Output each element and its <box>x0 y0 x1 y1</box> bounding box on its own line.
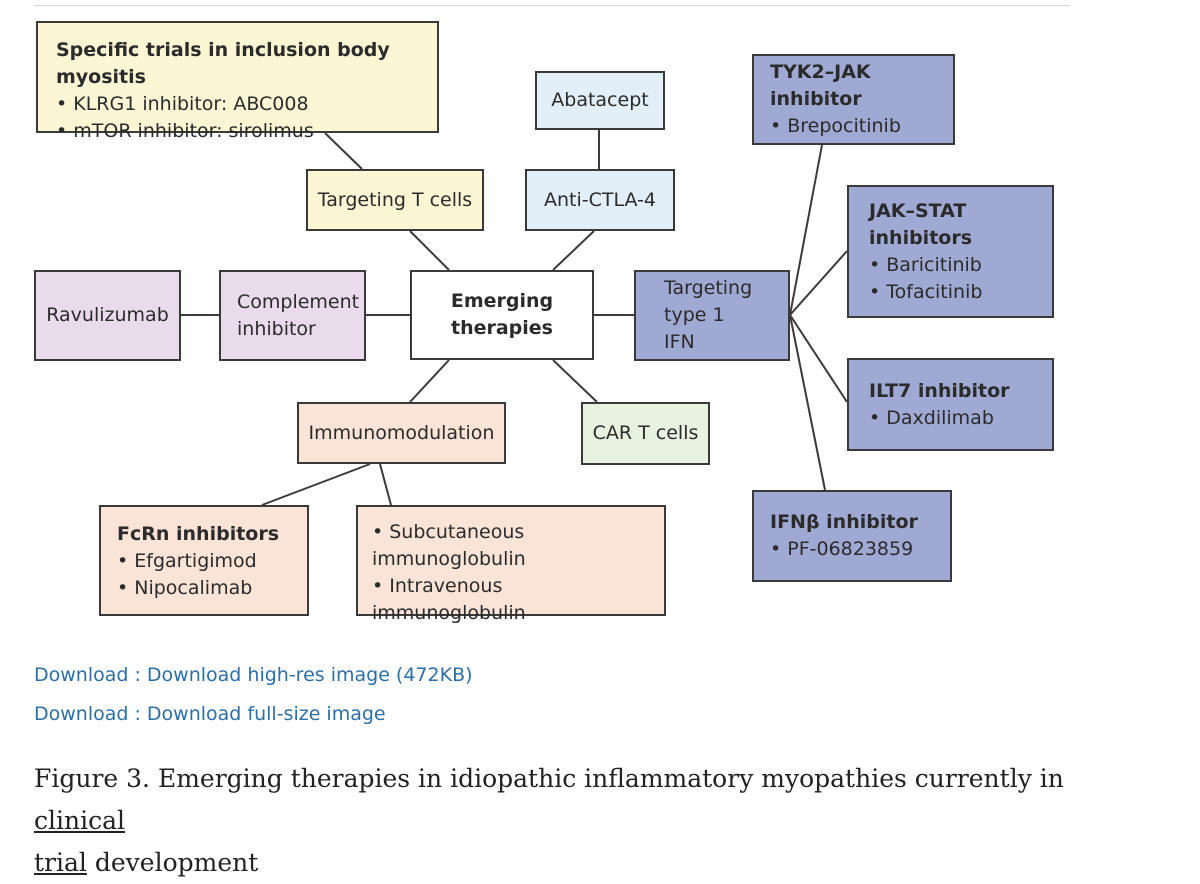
diagram-connectors <box>181 130 848 506</box>
node-tyk2-jak: TYK2–JAK inhibitor Brepocitinib <box>752 54 955 145</box>
node-ravulizumab: Ravulizumab <box>34 270 181 361</box>
node-ifnb-inhibitor-title: IFNβ inhibitor <box>770 511 918 533</box>
top-divider <box>34 5 1070 6</box>
connector-emerging-cart <box>552 359 598 403</box>
node-fcrn-inhibitors-title: FcRn inhibitors <box>117 523 280 545</box>
node-abatacept-label: Abatacept <box>551 89 649 111</box>
node-targeting-type1-ifn-line: type 1 IFN <box>664 304 725 353</box>
node-jak-stat: JAK–STAT inhibitors Baricitinib Tofaciti… <box>847 185 1054 318</box>
node-emerging-therapies-line: therapies <box>451 317 553 339</box>
connector-emerging-immunomod <box>409 359 450 403</box>
node-jak-stat-title: JAK–STAT inhibitors <box>869 199 973 249</box>
node-targeting-type1-ifn-line: Targeting <box>664 277 753 299</box>
node-targeting-t-cells-label: Targeting T cells <box>317 188 473 211</box>
node-ibm-trials-item: mTOR inhibitor: sirolimus <box>56 118 419 145</box>
node-immunoglobulin: Subcutaneous immunoglobulin Intravenous … <box>356 505 666 624</box>
node-complement-inhibitor-line: Complement <box>237 290 360 313</box>
node-targeting-type1-ifn: Targeting type 1 IFN <box>634 270 790 361</box>
node-tyk2-jak-title: TYK2–JAK inhibitor <box>770 61 871 110</box>
download-high-res-link[interactable]: Download : Download high-res image (472K… <box>34 664 473 686</box>
node-fcrn-inhibitors-item: Efgartigimod <box>117 548 291 575</box>
node-immunoglobulin-item: Intravenous immunoglobulin <box>372 573 650 627</box>
node-ilt7-inhibitor-item: Daxdilimab <box>869 405 1032 432</box>
node-ifnb-inhibitor-item: PF-06823859 <box>770 536 934 563</box>
node-ravulizumab-label: Ravulizumab <box>46 304 169 326</box>
node-ibm-trials-title: Specific trials in inclusion body myosit… <box>56 39 390 88</box>
connector-immunomod-fcrn <box>261 463 371 506</box>
node-immunoglobulin-item: Subcutaneous immunoglobulin <box>372 519 650 573</box>
connector-ifn-ifnb <box>789 314 826 491</box>
connector-ifn-tyk2 <box>789 144 823 316</box>
node-emerging-therapies: Emerging therapies <box>410 270 594 360</box>
download-full-size-link[interactable]: Download : Download full-size image <box>34 703 386 725</box>
node-car-t-cells-label: CAR T cells <box>592 422 699 444</box>
node-abatacept: Abatacept <box>535 71 665 130</box>
node-jak-stat-item: Tofacitinib <box>869 279 1032 306</box>
node-emerging-therapies-line: Emerging <box>450 290 554 312</box>
connector-ifn-ilt7 <box>789 314 848 403</box>
node-complement-inhibitor-line: inhibitor <box>237 317 316 340</box>
node-ilt7-inhibitor: ILT7 inhibitor Daxdilimab <box>847 358 1054 451</box>
connector-ifn-jakstat <box>789 250 848 316</box>
caption-link-clinical[interactable]: clinical <box>34 806 125 835</box>
node-car-t-cells: CAR T cells <box>581 402 710 465</box>
node-anti-ctla4-label: Anti-CTLA-4 <box>543 188 657 211</box>
node-fcrn-inhibitors: FcRn inhibitors Efgartigimod Nipocalimab <box>99 505 309 616</box>
node-ilt7-inhibitor-title: ILT7 inhibitor <box>869 379 1010 402</box>
figure-caption: Figure 3. Emerging therapies in idiopath… <box>34 758 1074 884</box>
connector-ctla4-emerging <box>552 230 595 271</box>
caption-link-trial[interactable]: trial <box>34 848 87 877</box>
node-immunomodulation-label: Immunomodulation <box>308 421 495 444</box>
node-anti-ctla4: Anti-CTLA-4 <box>525 169 675 231</box>
connector-immunomod-ig <box>379 463 392 506</box>
caption-text: Figure 3. Emerging therapies in idiopath… <box>34 764 1064 793</box>
node-complement-inhibitor: Complement inhibitor <box>219 270 366 361</box>
node-jak-stat-item: Baricitinib <box>869 252 1032 279</box>
connector-tcells-emerging <box>409 230 450 271</box>
node-ibm-trials: Specific trials in inclusion body myosit… <box>36 21 439 142</box>
node-ibm-trials-item: KLRG1 inhibitor: ABC008 <box>56 91 419 118</box>
node-tyk2-jak-item: Brepocitinib <box>770 113 937 140</box>
node-immunomodulation: Immunomodulation <box>297 402 506 464</box>
node-fcrn-inhibitors-item: Nipocalimab <box>117 575 291 602</box>
caption-text-end: development <box>86 848 259 877</box>
node-ifnb-inhibitor: IFNβ inhibitor PF-06823859 <box>752 490 952 582</box>
node-targeting-t-cells: Targeting T cells <box>306 169 484 231</box>
